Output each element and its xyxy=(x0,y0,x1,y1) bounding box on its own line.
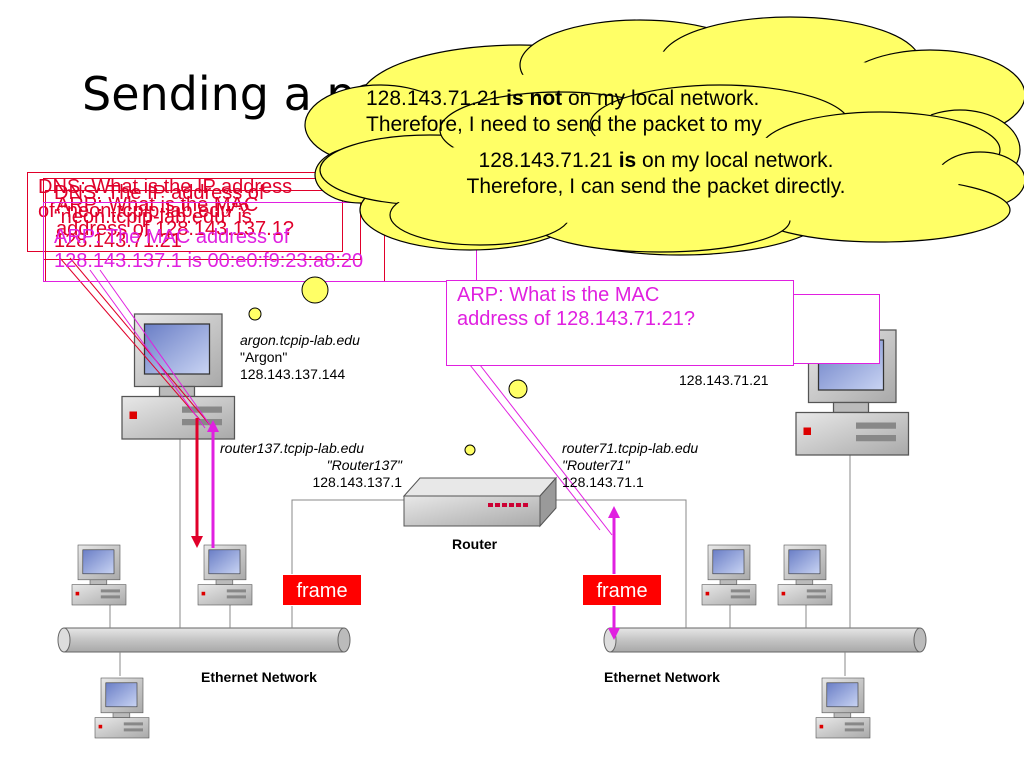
cloud-front-text: 128.143.71.21 is on my local network. Th… xyxy=(398,148,914,200)
router-device xyxy=(402,476,558,528)
ethernet-label-right: Ethernet Network xyxy=(604,669,720,685)
argon-ip: 128.143.137.144 xyxy=(240,366,346,382)
router71-label: router71.tcpip-lab.edu "Router71" 128.14… xyxy=(562,440,698,491)
drop-lines xyxy=(109,420,851,676)
router71-ip: 128.143.71.1 xyxy=(562,474,644,490)
argon-alias: "Argon" xyxy=(240,349,288,365)
ethernet-label-left: Ethernet Network xyxy=(201,669,317,685)
arp-arrow-right xyxy=(608,506,620,640)
ethernet-right xyxy=(603,627,927,653)
router-label: Router xyxy=(452,536,498,552)
cloud-back-text-part: on my local network. xyxy=(562,87,760,110)
neon-ip: 128.143.71.21 xyxy=(679,372,769,388)
arp-request2-line: address of 128.143.71.21? xyxy=(457,308,695,330)
cloud-back-text: 128.143.71.21 is not on my local network… xyxy=(366,86,762,138)
router71-hostname: router71.tcpip-lab.edu xyxy=(562,440,699,456)
arp-request-line: address of 128.143.137.1? xyxy=(56,218,294,240)
arp-arrows-left xyxy=(191,418,219,548)
cloud-back-text-part: 128.143.71.21 xyxy=(366,87,507,110)
frame-label-right: frame xyxy=(582,574,662,606)
router137-label: router137.tcpip-lab.edu "Router137" 128.… xyxy=(220,440,402,491)
dns-query-callout: DNS: What is the IP address of “neon.tcp… xyxy=(27,172,343,252)
frame-label-left: frame xyxy=(282,574,362,606)
dns-query-line: DNS: What is the IP address xyxy=(38,176,293,198)
thought-bubbles xyxy=(248,276,528,456)
argon-hostname: argon.tcpip-lab.edu xyxy=(240,332,360,348)
dns-reply-line: 128.143.71.21 xyxy=(54,230,182,252)
arp-request2-callout: ARP: What is the MAC address of 128.143.… xyxy=(446,280,794,366)
cloud-back-line: Therefore, I need to send the packet to … xyxy=(366,113,762,136)
arp-reply-callout: ARP: The MAC address of 128.143.137.1 is… xyxy=(43,202,477,282)
argon-label: argon.tcpip-lab.edu "Argon" 128.143.137.… xyxy=(240,332,360,383)
router137-ip: 128.143.137.1 xyxy=(312,474,402,490)
arp-reply-line: ARP: The MAC address of xyxy=(54,226,290,248)
arp-reply-line: 128.143.137.1 is 00:e0:f9:23:a8:20 xyxy=(54,250,364,272)
router137-hostname: router137.tcpip-lab.edu xyxy=(220,440,364,456)
cloud-front-text-part: 128.143.71.21 xyxy=(478,149,619,172)
dns-reply-line: “neon.tcpip-lab.edu” is xyxy=(54,206,252,228)
dns-reply-line: DNS: The IP address of xyxy=(54,182,265,204)
cloud-front-text-part: on my local network. xyxy=(636,149,834,172)
neon-label: 128.143.71.21 xyxy=(679,372,769,389)
cloud-front-bold: is xyxy=(618,149,637,172)
callout-pointers xyxy=(59,257,613,536)
router71-alias: "Router71" xyxy=(562,457,630,473)
router137-alias: "Router137" xyxy=(326,457,402,473)
dns-reply-callout: DNS: The IP address of “neon.tcpip-lab.e… xyxy=(43,178,361,260)
cloud-front xyxy=(319,84,1024,253)
ethernet-left xyxy=(57,627,351,653)
cloud-back-bold: is not xyxy=(506,87,563,110)
arp-request2-line: ARP: What is the MAC xyxy=(457,284,660,306)
dns-query-line: of “neon.tcpip-lab.edu”? xyxy=(38,200,250,222)
arp-request-line: ARP: What is the MAC xyxy=(56,194,259,216)
cloud-front-line: Therefore, I can send the packet directl… xyxy=(466,175,846,198)
